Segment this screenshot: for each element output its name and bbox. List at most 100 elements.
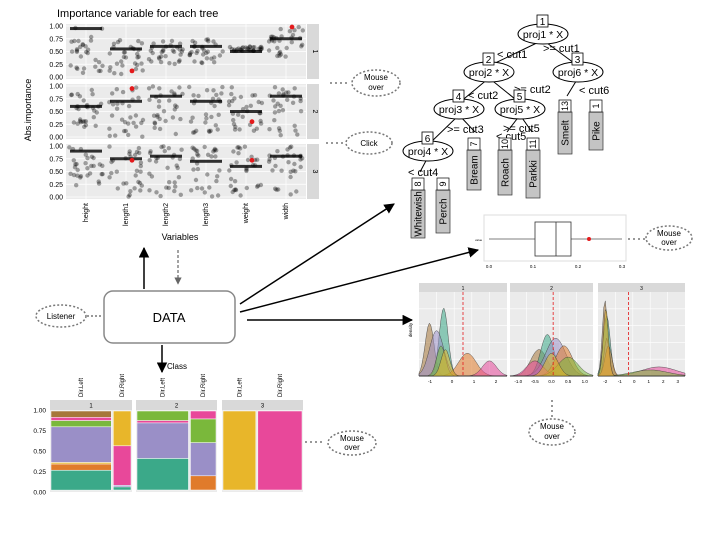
importance-point xyxy=(277,49,283,55)
mosaic-tile[interactable] xyxy=(136,458,189,491)
importance-point xyxy=(132,186,137,191)
mosaic-tile[interactable] xyxy=(257,410,303,491)
importance-point xyxy=(123,128,128,134)
listener-bubble[interactable] xyxy=(35,304,87,328)
boxplot-highlight-point xyxy=(587,237,591,241)
importance-highlight-point[interactable] xyxy=(249,157,255,163)
mosaic-tile[interactable] xyxy=(50,463,112,471)
importance-point xyxy=(243,45,248,50)
importance-point xyxy=(115,39,121,45)
importance-point xyxy=(135,51,140,57)
mosaic-tile[interactable] xyxy=(50,426,112,463)
importance-point xyxy=(258,118,263,124)
importance-point xyxy=(149,174,155,179)
importance-point xyxy=(214,92,219,98)
importance-point xyxy=(92,108,97,113)
importance-highlight-point[interactable] xyxy=(249,119,255,125)
importance-point xyxy=(167,180,172,185)
importance-point xyxy=(248,103,253,109)
importance-highlight-point[interactable] xyxy=(129,68,135,74)
mosaic-tile[interactable] xyxy=(190,418,217,443)
tree-leaf-label: Perch xyxy=(439,198,450,224)
mosaic-tile[interactable] xyxy=(222,410,257,491)
importance-point xyxy=(139,61,144,66)
importance-point xyxy=(120,63,125,68)
importance-point xyxy=(215,193,221,198)
tree-node-id: 5 xyxy=(517,92,523,103)
importance-point xyxy=(147,97,152,103)
importance-point xyxy=(126,103,132,109)
mouseover2-bubble[interactable] xyxy=(645,225,693,251)
mosaic-tile[interactable] xyxy=(136,410,189,421)
importance-point xyxy=(75,173,80,178)
importance-ytick: 0.50 xyxy=(49,169,63,176)
importance-point xyxy=(80,42,85,47)
tree-leaf-id: 1 xyxy=(591,103,601,108)
importance-plot[interactable]: Importance variable for each tree Abs.im… xyxy=(23,8,319,242)
importance-point xyxy=(151,113,157,118)
mosaic-tile[interactable] xyxy=(50,410,112,418)
importance-highlight-point[interactable] xyxy=(129,86,135,91)
importance-point xyxy=(200,60,205,66)
importance-point xyxy=(166,185,171,191)
mouseover3-bubble[interactable] xyxy=(528,418,576,446)
boxplot-xtick: 0.1 xyxy=(530,264,537,269)
importance-point xyxy=(295,132,300,137)
tree-diagram[interactable]: < cut1>= cut1>= cut2< cut2< cut6>= cut3<… xyxy=(402,14,609,239)
importance-point xyxy=(192,130,197,135)
importance-point xyxy=(122,120,128,125)
mosaic-tile[interactable] xyxy=(113,410,132,447)
importance-highlight-point[interactable] xyxy=(289,24,295,30)
mouseover1-bubble[interactable] xyxy=(351,69,401,97)
importance-highlight-point[interactable] xyxy=(129,157,135,163)
importance-point xyxy=(69,49,75,54)
importance-point xyxy=(227,44,233,50)
mosaic-tile[interactable] xyxy=(136,420,189,424)
importance-point xyxy=(178,192,183,197)
importance-point xyxy=(80,42,86,48)
importance-point xyxy=(177,47,182,52)
importance-point xyxy=(77,94,83,99)
tree-node-label: proj3 * X xyxy=(439,104,479,116)
importance-point xyxy=(84,49,89,55)
importance-point xyxy=(160,39,166,44)
click-bubble[interactable] xyxy=(345,131,393,155)
importance-point xyxy=(68,171,73,176)
importance-point xyxy=(83,44,88,49)
tree-leaf-id-box xyxy=(526,137,540,151)
importance-point xyxy=(91,155,96,161)
density-xtick: 0 xyxy=(633,379,636,384)
importance-point xyxy=(255,184,260,189)
mosaic-tile[interactable] xyxy=(113,486,132,491)
importance-point xyxy=(234,160,239,165)
mosaic-tile[interactable] xyxy=(136,422,189,459)
mosaic-tile[interactable] xyxy=(50,420,112,428)
importance-point xyxy=(112,71,117,76)
importance-point xyxy=(138,169,143,174)
tree-node-id: 6 xyxy=(425,134,431,145)
importance-point xyxy=(161,144,166,149)
mosaic-tile[interactable] xyxy=(190,410,217,420)
importance-point xyxy=(140,134,145,139)
importance-point xyxy=(78,117,83,122)
mouseover4-bubble[interactable] xyxy=(327,430,377,456)
importance-point xyxy=(284,45,289,51)
importance-point xyxy=(289,40,294,45)
importance-band xyxy=(270,154,302,158)
importance-point xyxy=(80,70,86,76)
mosaic-tile[interactable] xyxy=(113,445,132,486)
density-xtick: -0.5 xyxy=(531,379,539,384)
mosaic-tile[interactable] xyxy=(50,417,112,421)
mosaic-tile[interactable] xyxy=(190,475,217,491)
mosaic-tile[interactable] xyxy=(190,442,217,477)
importance-point xyxy=(178,116,183,122)
importance-point xyxy=(209,56,214,61)
data-box[interactable] xyxy=(103,290,236,344)
importance-point xyxy=(236,151,241,156)
mosaic-tile[interactable] xyxy=(50,470,112,491)
importance-ytick: 0.50 xyxy=(49,49,63,56)
importance-point xyxy=(78,120,84,125)
